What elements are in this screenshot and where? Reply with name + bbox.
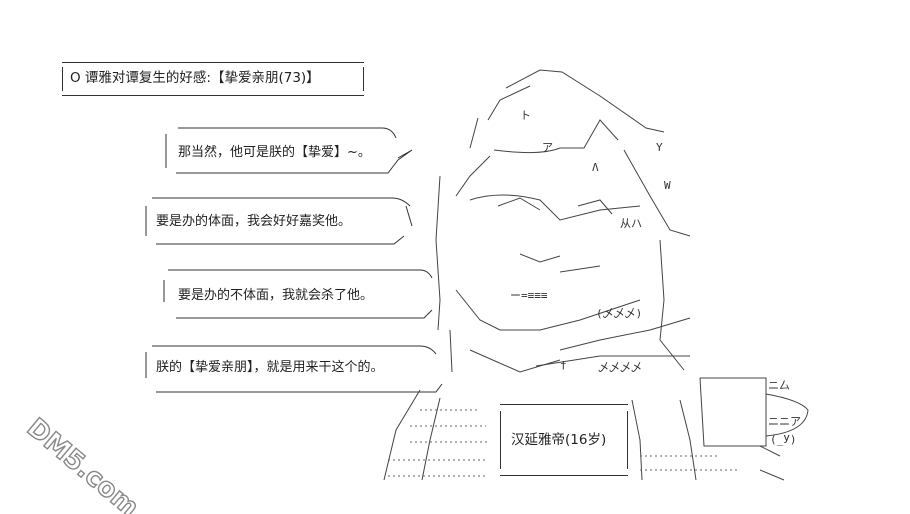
dialogue-line-4: 朕的【挚爱亲朋】，就是用来干这个的。 xyxy=(156,360,384,375)
dialogue-line-1: 那当然，他可是朕的【挚爱】~。 xyxy=(178,145,371,160)
art-glyph-12: ニ厶 xyxy=(768,379,790,392)
bubble-1-outline xyxy=(165,127,413,174)
art-glyph-8: (乄乄乄) xyxy=(596,307,643,320)
bubble-4-outline xyxy=(145,345,443,393)
art-glyph-13: ニニア xyxy=(768,415,801,428)
art-glyph-2: ア xyxy=(542,141,553,154)
character-name: 汉延雅帝(16岁) xyxy=(511,432,607,448)
title-box xyxy=(62,62,364,96)
art-glyph-11: (_У) xyxy=(770,433,797,446)
name-plate xyxy=(500,404,628,476)
art-glyph-9: † xyxy=(560,359,567,372)
art-glyph-4: Y xyxy=(656,141,663,154)
art-glyph-3: Λ xyxy=(592,161,599,174)
cup-outline xyxy=(699,377,767,447)
dm5-logo: DM5.com xyxy=(20,412,145,514)
bubble-3-outline xyxy=(163,269,433,319)
bubble-2-outline xyxy=(145,197,413,245)
art-glyph-7: ー=≡≡≡ xyxy=(510,289,548,302)
header-title: O 谭雅对谭复生的好感:【挚爱亲朋(73)】 xyxy=(70,70,320,86)
art-glyph-10: 乄乄乄乄 xyxy=(598,361,642,374)
art-glyph-5: W xyxy=(664,179,671,192)
art-glyph-1: ト xyxy=(520,109,531,122)
dialogue-line-2: 要是办的体面，我会好好嘉奖他。 xyxy=(156,214,352,229)
art-glyph-6: 从ハ xyxy=(620,217,642,230)
dialogue-line-3: 要是办的不体面，我就会杀了他。 xyxy=(178,288,374,303)
